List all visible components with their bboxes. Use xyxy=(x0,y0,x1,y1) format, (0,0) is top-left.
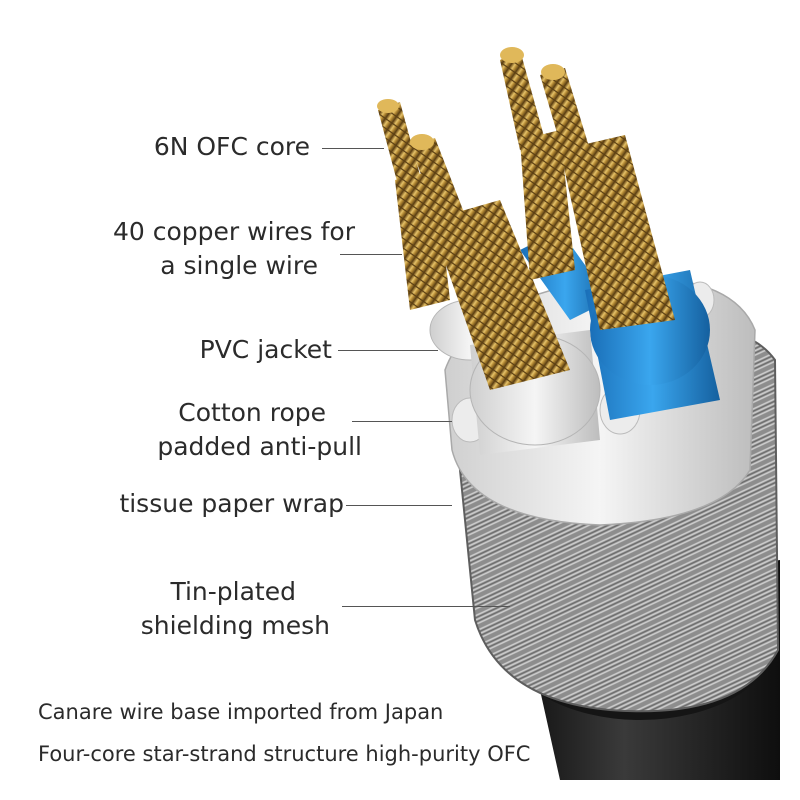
caption-four-core: Four-core star-strand structure high-pur… xyxy=(38,742,531,766)
leader-line-copper xyxy=(340,254,402,255)
label-tin-plated-line1: Tin-plated xyxy=(170,577,296,606)
label-cotton-rope-line2: padded anti-pull xyxy=(157,432,362,461)
caption-canare: Canare wire base imported from Japan xyxy=(38,700,444,724)
label-copper-wires-line1: 40 copper wires for xyxy=(113,217,355,246)
label-copper-wires-line2: a single wire xyxy=(160,251,318,280)
label-tin-plated-line2: shielding mesh xyxy=(140,611,330,640)
label-cotton-rope-line1: Cotton rope xyxy=(178,398,326,427)
leader-line-core xyxy=(322,148,384,149)
leader-line-tissue xyxy=(346,505,452,506)
leader-line-cotton xyxy=(352,421,452,422)
label-6n-ofc-core: 6N OFC core xyxy=(153,132,310,161)
leader-line-tin xyxy=(342,606,510,607)
label-tissue-paper-wrap: tissue paper wrap xyxy=(119,489,344,518)
leader-line-pvc xyxy=(338,350,438,351)
label-pvc-jacket: PVC jacket xyxy=(199,335,332,364)
